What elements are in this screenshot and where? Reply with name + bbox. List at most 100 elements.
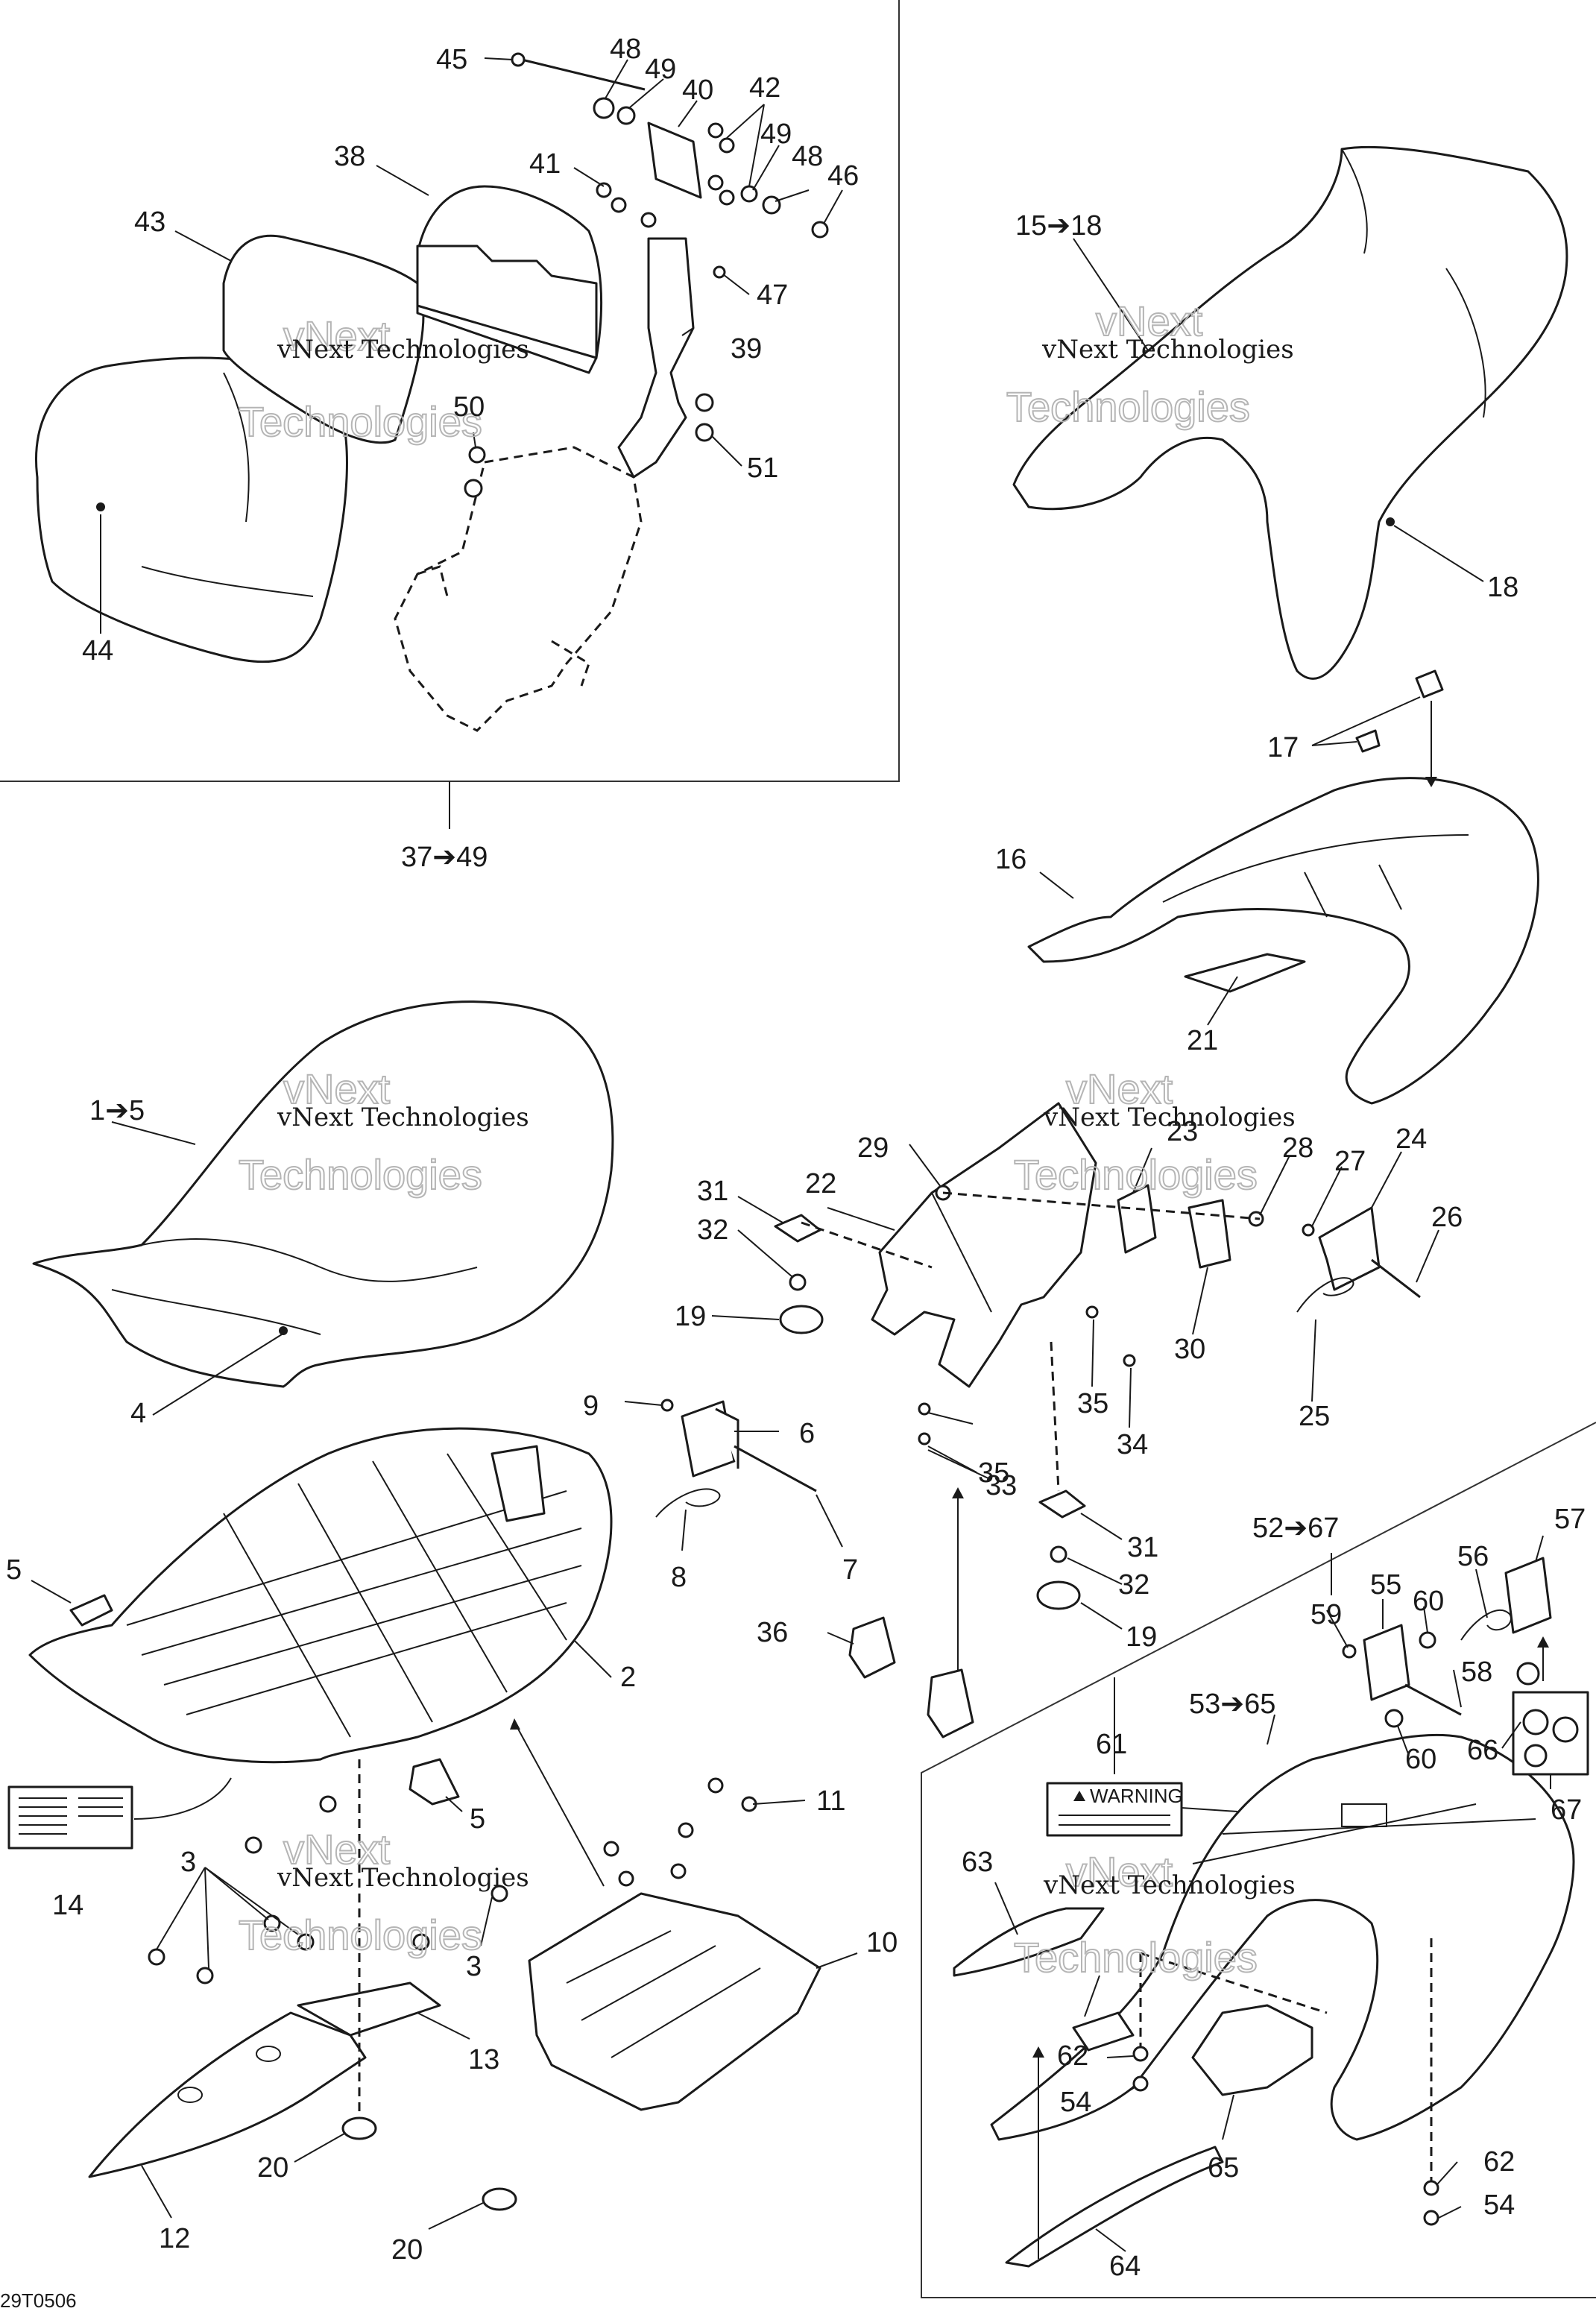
callout-9: 9 [583, 1390, 599, 1422]
callout-4: 4 [130, 1398, 146, 1429]
callout-58: 58 [1461, 1656, 1492, 1688]
callout-32b: 32 [1118, 1569, 1149, 1601]
callout-41: 41 [529, 148, 561, 180]
callouts: 45 48 49 40 42 38 41 49 48 46 43 47 39 5… [6, 34, 1586, 2282]
watermark-6-text: vNext Technologies [1043, 1870, 1296, 1900]
watermark-5-big-b: Technologies [239, 1911, 482, 1958]
callout-2: 2 [620, 1662, 636, 1693]
callout-34: 34 [1117, 1429, 1148, 1460]
callout-1-5: 1➔5 [89, 1095, 145, 1126]
callout-55: 55 [1370, 1569, 1401, 1601]
callout-11: 11 [816, 1785, 845, 1817]
backrest-base-dashed [394, 446, 643, 732]
rear-dashlines [1139, 1938, 1433, 2181]
spring-8 [655, 1488, 721, 1518]
callout-60b: 60 [1405, 1744, 1436, 1775]
watermark-3-big-a: vNext [283, 1065, 391, 1112]
callout-64: 64 [1109, 2251, 1141, 2282]
callout-32: 32 [697, 1214, 728, 1246]
watermark-2-big-a: vNext [1096, 297, 1203, 344]
rear-leaders [994, 1535, 1551, 2259]
callout-22: 22 [805, 1168, 836, 1199]
watermark-2: vNext Technologies vNext Technologies [1006, 297, 1294, 431]
callout-38: 38 [334, 141, 365, 172]
watermark-4-big-a: vNext [1066, 1065, 1173, 1112]
hinge-24 [1318, 1206, 1421, 1299]
backrest-leaders [100, 57, 843, 634]
callout-48b: 48 [792, 141, 823, 172]
bumpers-20 [341, 2116, 517, 2211]
rear-latch-57 [1504, 1557, 1552, 1634]
plates-23-30 [1117, 1184, 1231, 1269]
label-14 [7, 1777, 232, 1850]
callout-21: 21 [1187, 1025, 1218, 1056]
callout-57: 57 [1554, 1504, 1586, 1535]
rear-hardware [1132, 1631, 1439, 2226]
callout-14: 14 [52, 1890, 83, 1921]
callout-31b: 31 [1127, 1532, 1158, 1563]
watermark-2-big-b: Technologies [1006, 383, 1250, 430]
rear-seat-leaders [1039, 238, 1484, 1026]
callout-53-65: 53➔65 [1189, 1689, 1275, 1720]
callout-51: 51 [747, 453, 778, 484]
callout-7: 7 [842, 1554, 858, 1586]
callout-18: 18 [1487, 572, 1518, 603]
front-seat-grommets-3 [148, 1795, 508, 1984]
front-seat-leaders [31, 1121, 858, 2230]
callout-13: 13 [468, 2044, 499, 2075]
callout-56: 56 [1457, 1541, 1489, 1572]
callout-27: 27 [1334, 1146, 1366, 1177]
callout-67: 67 [1551, 1794, 1582, 1826]
backrest-cushion-44 [35, 356, 348, 663]
watermark-6: vNext Technologies vNext Technologies [1013, 1847, 1296, 1982]
washers-31-32 [774, 1214, 1086, 1563]
callout-15-18: 15➔18 [1015, 210, 1102, 242]
callout-35b: 35 [978, 1457, 1009, 1489]
callout-28: 28 [1282, 1132, 1313, 1164]
callout-66: 66 [1467, 1735, 1498, 1766]
bumpers-19 [779, 1305, 1081, 1610]
callout-20: 20 [257, 2152, 288, 2184]
watermark-5: vNext Technologies vNext Technologies [238, 1825, 529, 1959]
watermark-5-big-a: vNext [283, 1826, 391, 1873]
callout-47: 47 [757, 280, 788, 311]
callout-12: 12 [159, 2223, 190, 2254]
rear-seat-pad-21 [1184, 953, 1306, 993]
watermark-3: vNext Technologies vNext Technologies [238, 1065, 529, 1199]
rear-spring-56 [1460, 1610, 1512, 1641]
callout-31: 31 [697, 1176, 728, 1207]
watermark-6-big-a: vNext [1066, 1848, 1173, 1895]
backrest-pad-43 [222, 234, 425, 444]
warning-label-61: WARNING [1046, 1782, 1238, 1837]
callout-54: 54 [1060, 2087, 1091, 2118]
callout-20b: 20 [391, 2234, 423, 2266]
diagram-code: 29T0506 [0, 2289, 77, 2312]
callout-23: 23 [1167, 1116, 1198, 1147]
callout-29: 29 [857, 1132, 889, 1164]
clips-36 [848, 1616, 974, 1738]
callout-19b: 19 [1126, 1621, 1157, 1653]
callout-62b: 62 [1483, 2146, 1515, 2178]
callout-63: 63 [962, 1847, 993, 1878]
watermark-4-big-b: Technologies [1014, 1151, 1258, 1198]
front-seat-clip-5b [409, 1758, 460, 1806]
rear-tray-53 [990, 1733, 1575, 2141]
callout-44: 44 [82, 635, 113, 666]
rear-tray-63 [953, 1907, 1105, 1977]
callout-59: 59 [1310, 1599, 1342, 1630]
spring-25 [1296, 1277, 1354, 1313]
callout-10: 10 [866, 1927, 898, 1958]
middle-leaders [624, 1144, 1439, 1670]
callout-5b: 5 [470, 1803, 485, 1835]
callout-39: 39 [731, 333, 762, 365]
callout-3: 3 [180, 1847, 196, 1878]
callout-43: 43 [134, 207, 165, 238]
callout-49b: 49 [760, 119, 792, 150]
backrest-hardware [464, 52, 829, 498]
foam-12 [88, 2011, 367, 2178]
callout-35: 35 [1077, 1388, 1108, 1419]
rear-kit-66-67 [1512, 1662, 1589, 1776]
callout-61: 61 [1096, 1729, 1127, 1760]
rear-latch-55 [1363, 1624, 1462, 1716]
callout-42: 42 [749, 72, 780, 104]
